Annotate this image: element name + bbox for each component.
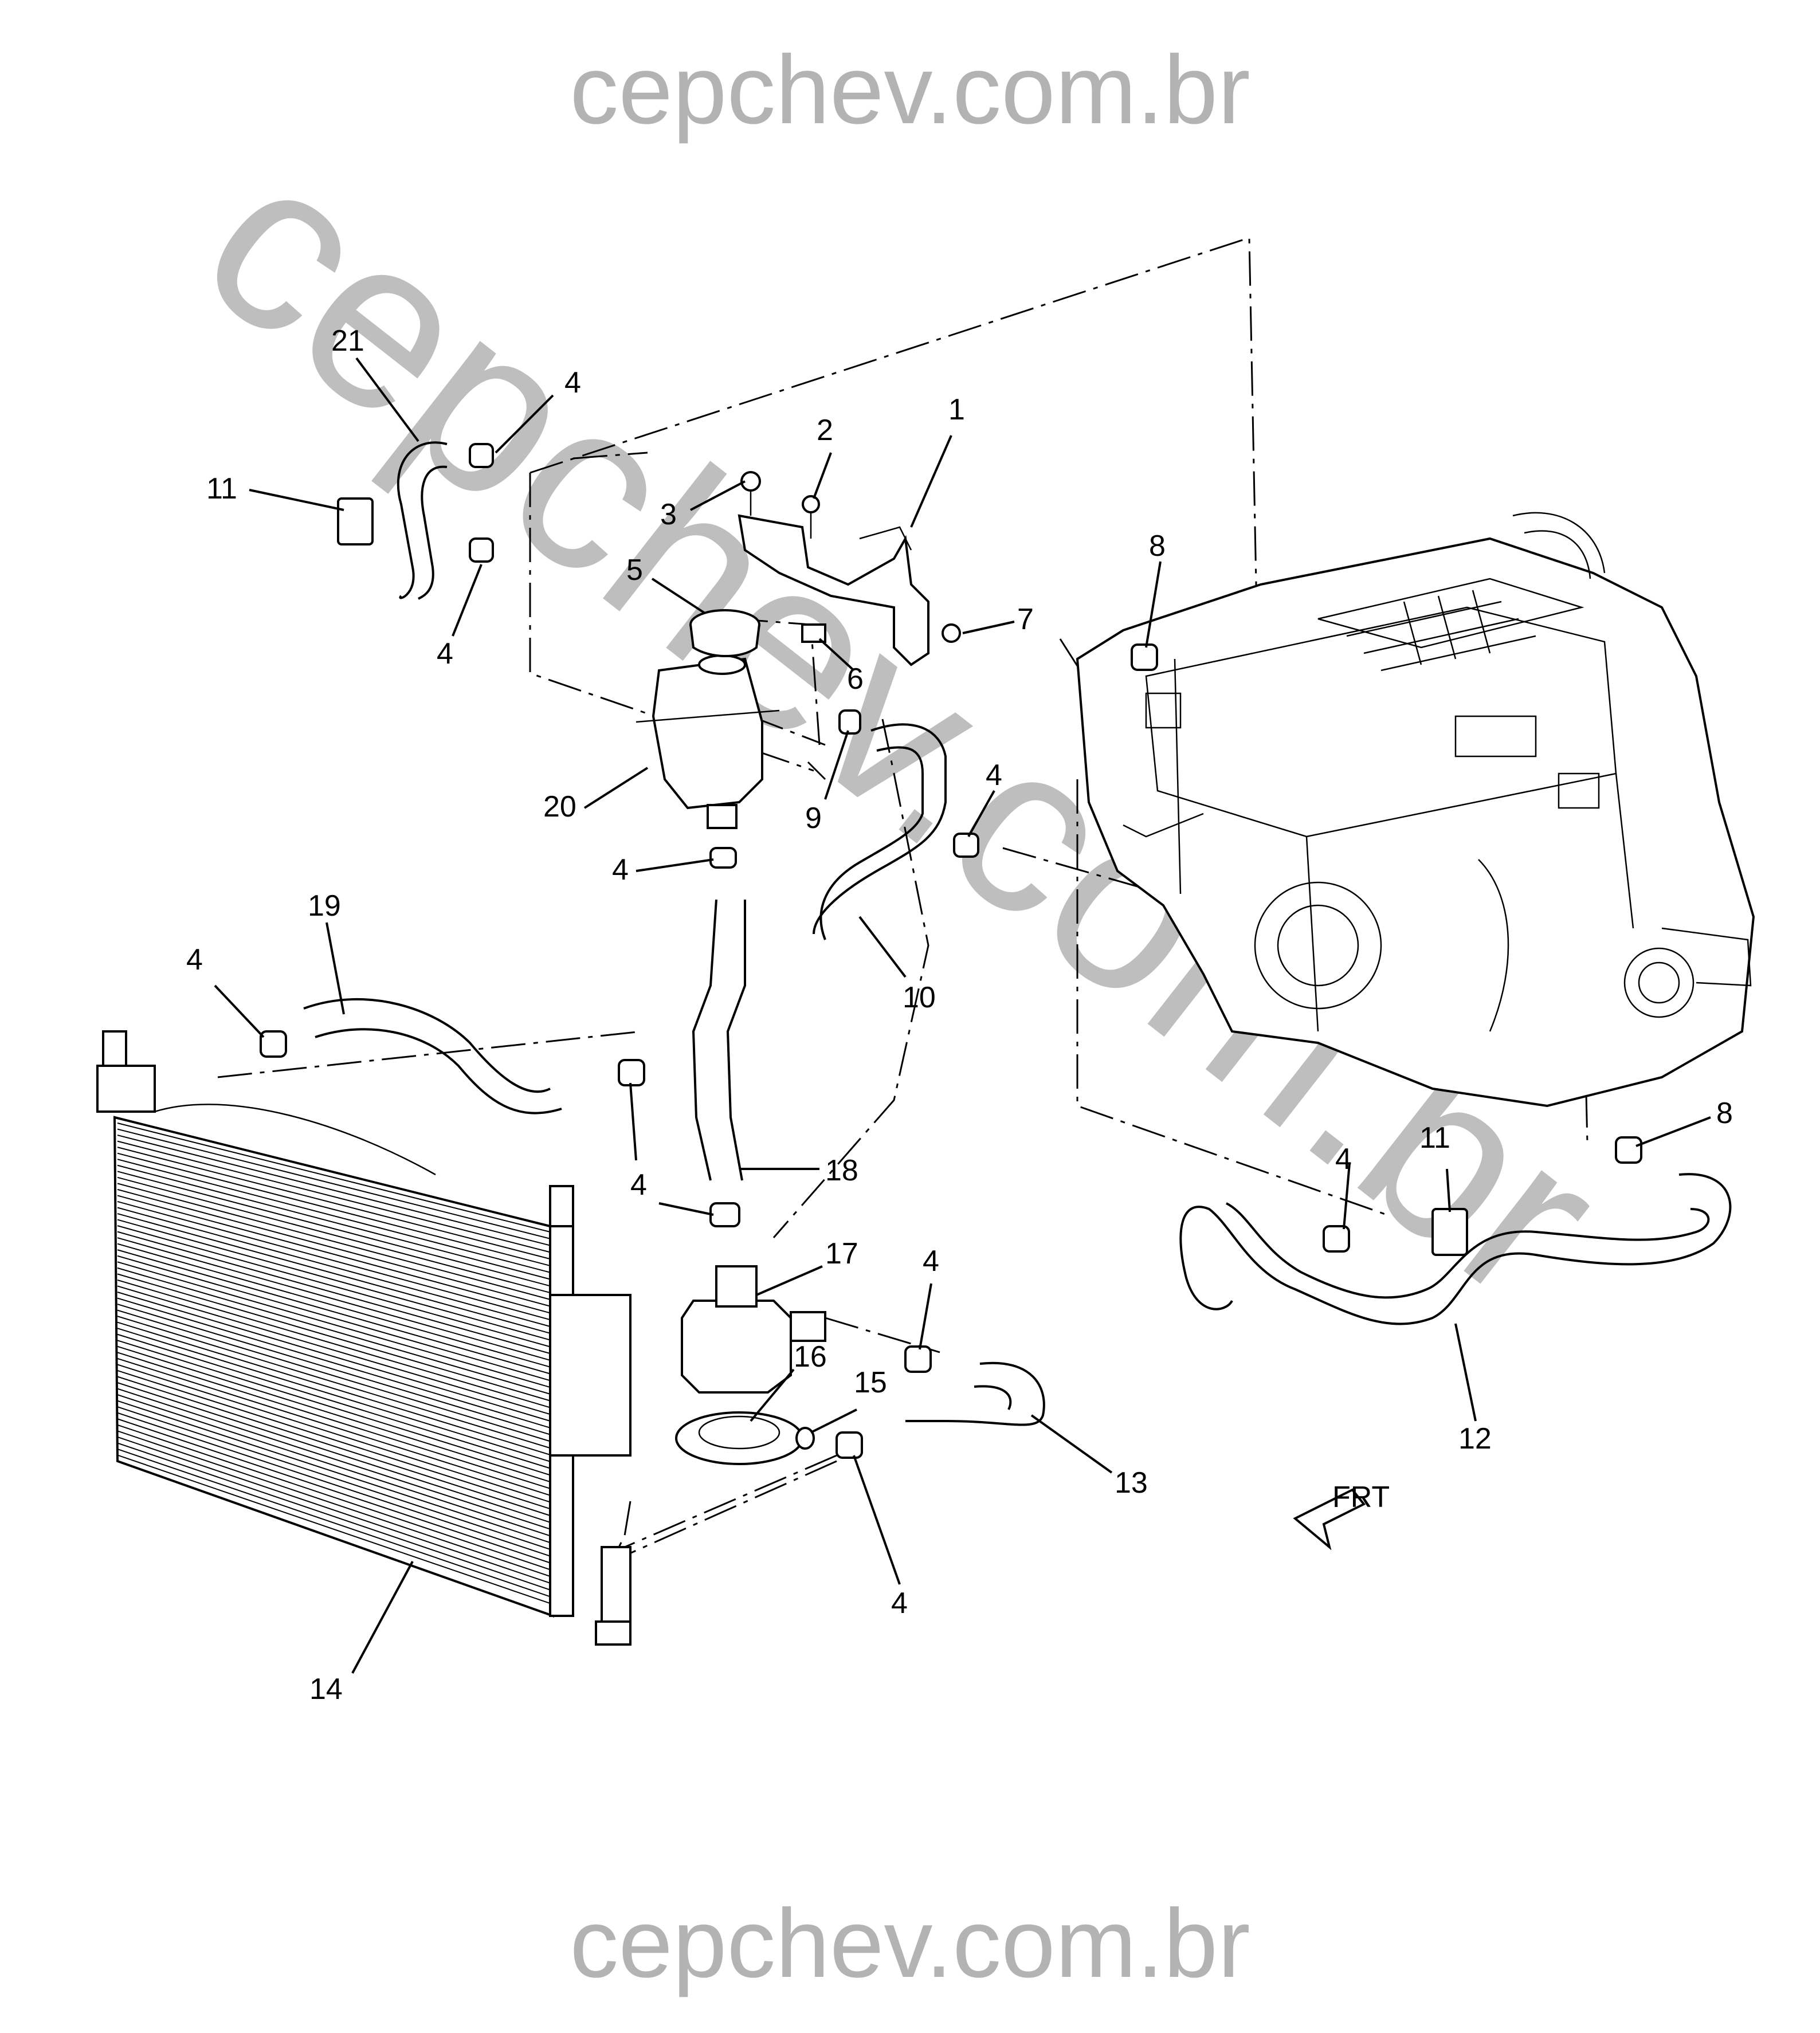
callout-4-j: 4 [1335,1143,1352,1176]
callout-4-i: 4 [891,1587,908,1620]
hose-13 [905,1361,1045,1426]
leader-lines [214,357,1711,1674]
bracket-screw [802,495,820,539]
hose-10 [813,723,947,940]
pump-bracket [675,1411,803,1465]
clamp-4-d [709,847,737,869]
callout-11-a: 11 [206,472,237,505]
watermark-bottom: cepchev.com.br [570,1889,1250,1998]
callout-4-a: 4 [564,366,581,399]
clamp-4-b [469,537,494,563]
bracket-grommet [942,623,961,643]
clamp-9 [838,709,861,735]
coolant-pump [681,1265,826,1394]
watermark-top: cepchev.com.br [570,36,1250,144]
surge-tank-cap [689,609,760,657]
surge-tank-bracket [738,514,929,666]
drive-unit-assembly [1076,512,1755,1108]
clamp-8-b [1615,1136,1642,1164]
callout-4-h: 4 [923,1245,939,1278]
callout-10: 10 [903,981,936,1014]
clamp-4-c [953,833,979,858]
callout-4-f: 4 [630,1168,647,1202]
clamp-4-f [618,1059,645,1086]
callout-7: 7 [1017,603,1034,636]
callout-18: 18 [825,1154,858,1187]
callout-9: 9 [805,802,822,835]
callout-6: 6 [847,662,864,696]
callout-4-e: 4 [186,943,203,976]
callout-4-d: 4 [612,853,629,886]
clamp-4-e [260,1030,287,1058]
callout-3: 3 [660,498,677,531]
clamp-11-b [1431,1208,1468,1256]
callout-5: 5 [626,554,643,587]
callout-21: 21 [331,324,364,358]
callout-16: 16 [794,1340,827,1373]
surge-tank [636,654,780,829]
callout-19: 19 [308,889,341,923]
callout-17: 17 [825,1237,858,1270]
front-arrow-icon [1293,1488,1366,1551]
callout-labels: 21 4 11 1 2 3 5 6 7 8 4 9 4 20 4 10 19 4… [186,324,1733,1706]
bracket-bolt [740,471,761,516]
callout-4-c: 4 [986,759,1002,792]
clamp-4-h [904,1345,932,1373]
front-label: FRT [1332,1481,1390,1514]
hose-12 [1179,1173,1732,1325]
callout-20: 20 [543,790,576,823]
hose-19 [303,998,562,1114]
front-direction-indicator: FRT [1293,1481,1390,1551]
clamp-11-a [337,497,374,545]
clamp-4-a [469,443,494,468]
bracket-nut [801,623,826,643]
radiator-fins [117,1123,551,1604]
callout-14: 14 [309,1673,343,1706]
callout-4-b: 4 [437,637,453,670]
radiator [96,1030,631,1646]
callout-8-b: 8 [1716,1097,1733,1130]
pump-seal [795,1427,815,1450]
callout-8-a: 8 [1149,529,1166,563]
clamp-4-i [836,1431,863,1459]
callout-12: 12 [1458,1422,1492,1455]
callout-1: 1 [948,393,965,426]
callout-2: 2 [817,414,833,447]
clamp-4-j [1323,1225,1350,1253]
callout-15: 15 [854,1366,887,1399]
hose-18 [692,899,746,1181]
clamp-8-a [1131,643,1158,671]
clamp-4-g [709,1202,740,1227]
hose-21 [397,441,448,600]
callout-13: 13 [1115,1466,1148,1500]
callout-11-b: 11 [1419,1121,1450,1155]
